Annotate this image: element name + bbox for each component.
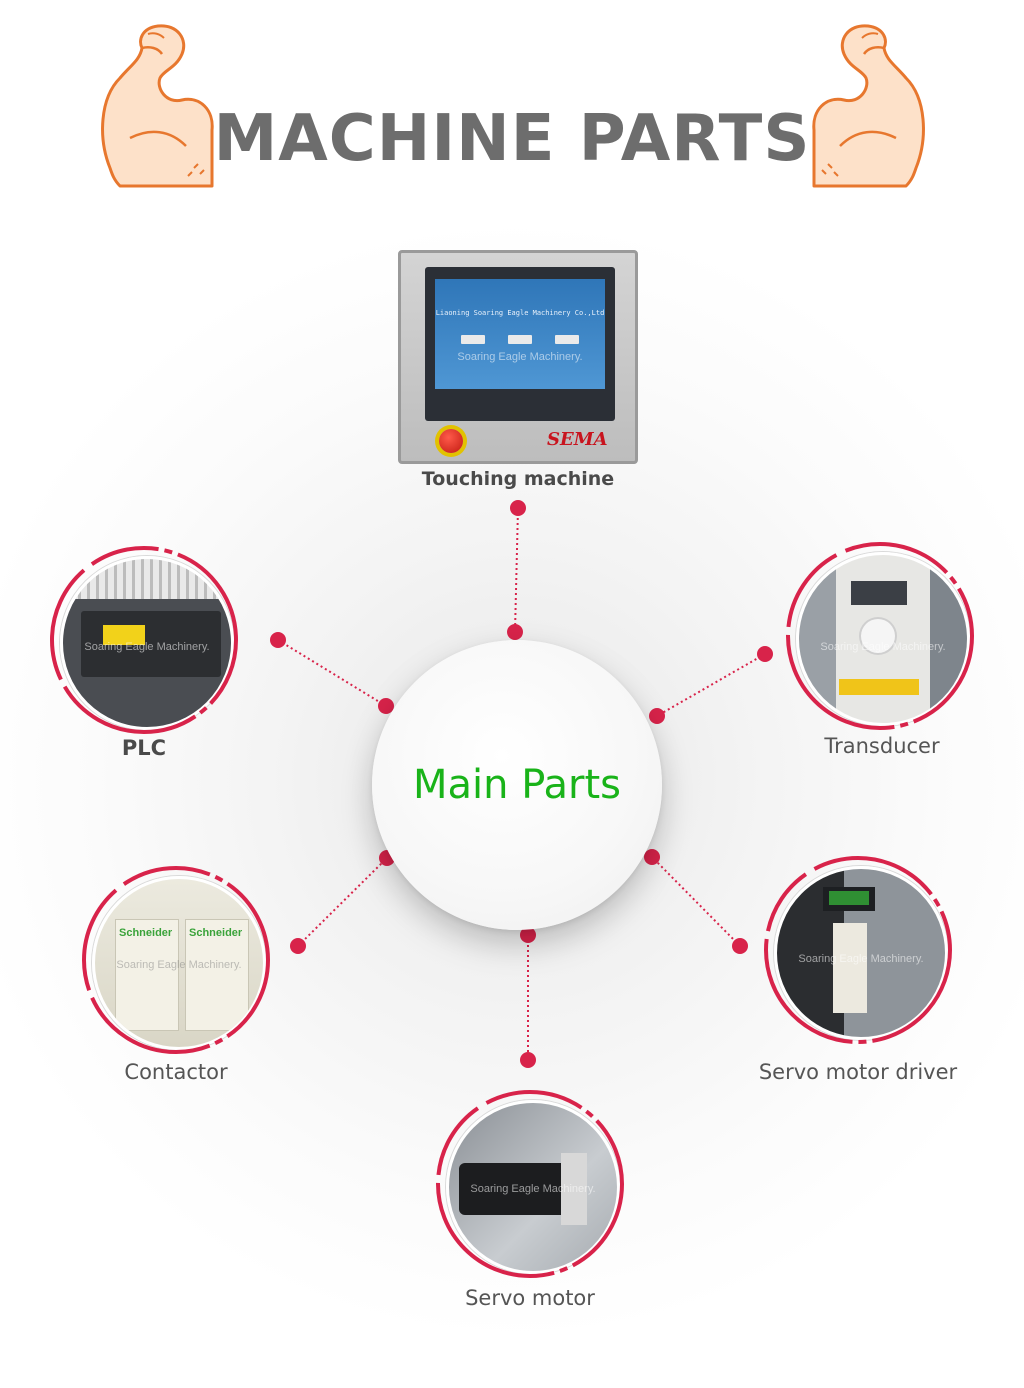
plc-ring xyxy=(50,546,238,734)
part-label-servo-motor: Servo motor xyxy=(465,1286,595,1310)
hmi-bezel: Liaoning Soaring Eagle Machinery Co.,Ltd… xyxy=(425,267,615,421)
hmi-screen-button xyxy=(555,335,579,344)
connector-dot xyxy=(520,927,536,943)
hmi-screen-button xyxy=(461,335,485,344)
transducer-photo: Soaring Eagle Machinery. xyxy=(796,552,970,726)
connector-dot xyxy=(649,708,665,724)
contactor-ring xyxy=(82,866,270,1054)
page-title: MACHINE PARTS xyxy=(213,102,811,176)
hmi-company-text: Liaoning Soaring Eagle Machinery Co.,Ltd xyxy=(435,309,605,317)
servo-driver-ring xyxy=(764,856,952,1044)
hmi-screen-button xyxy=(508,335,532,344)
connector-dot xyxy=(757,646,773,662)
connector-dot xyxy=(270,632,286,648)
emergency-stop-icon xyxy=(439,429,463,453)
touch-panel-photo: Liaoning Soaring Eagle Machinery Co.,Ltd… xyxy=(398,250,638,464)
connector-dot xyxy=(644,849,660,865)
watermark: Soaring Eagle Machinery. xyxy=(84,641,210,653)
hmi-screen: Liaoning Soaring Eagle Machinery Co.,Ltd… xyxy=(435,279,605,389)
watermark: Soaring Eagle Machinery. xyxy=(820,641,946,653)
part-label-plc: PLC xyxy=(121,736,167,760)
plc-photo: Soaring Eagle Machinery. xyxy=(60,556,234,730)
part-label-transducer: Transducer xyxy=(824,734,940,758)
part-label-servo-motor-driver: Servo motor driver xyxy=(758,1060,958,1084)
watermark: Soaring Eagle Machinery. xyxy=(457,351,583,363)
watermark: Soaring Eagle Machinery. xyxy=(798,953,924,965)
part-label-touching-machine: Touching machine xyxy=(421,468,615,490)
contactor-photo: Schneider Schneider Soaring Eagle Machin… xyxy=(92,876,266,1050)
connector-dot xyxy=(732,938,748,954)
watermark: Soaring Eagle Machinery. xyxy=(470,1183,596,1195)
connector-dot xyxy=(507,624,523,640)
watermark: Soaring Eagle Machinery. xyxy=(116,959,242,971)
main-parts-hub: Main Parts xyxy=(372,640,662,930)
hmi-brand: SEMA xyxy=(547,429,608,450)
hub-label: Main Parts xyxy=(412,762,621,808)
servo-motor-photo: Soaring Eagle Machinery. xyxy=(446,1100,620,1274)
servo-driver-photo: Soaring Eagle Machinery. xyxy=(774,866,948,1040)
flexed-arm-icon-right xyxy=(812,24,925,188)
part-label-contactor: Contactor xyxy=(124,1060,228,1084)
connector-dot xyxy=(378,698,394,714)
connector-dot xyxy=(520,1052,536,1068)
connector-dot xyxy=(290,938,306,954)
connector-dot xyxy=(510,500,526,516)
servo-motor-ring xyxy=(436,1090,624,1278)
transducer-ring xyxy=(786,542,974,730)
flexed-arm-icon-left xyxy=(101,24,214,188)
